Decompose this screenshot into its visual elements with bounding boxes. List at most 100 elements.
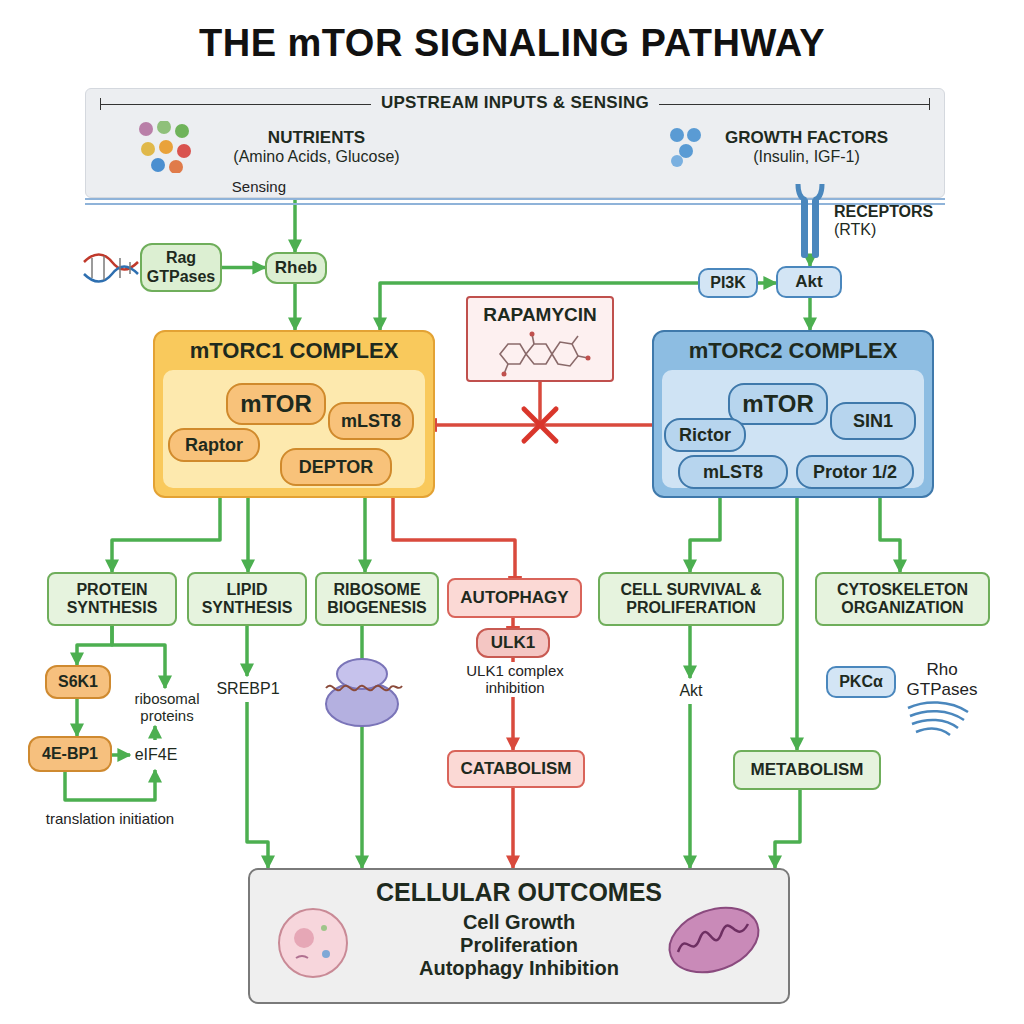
component-box: Protor 1/2 (796, 455, 914, 489)
mitochondrion-icon (664, 900, 764, 980)
inhibition-arrow (393, 498, 515, 578)
node-text: RAPAMYCIN (483, 304, 597, 326)
pathway-arrow (293, 284, 297, 330)
component-box: mTOR (728, 383, 828, 425)
process-box: CATABOLISM (447, 750, 585, 788)
node-subtext: (Insulin, IGF-1) (753, 148, 860, 166)
node-text: PROTEIN SYNTHESIS (49, 581, 175, 618)
node-text: mTORC1 COMPLEX (190, 338, 399, 363)
node-text: mLST8 (703, 462, 763, 483)
signal-box: Akt (776, 266, 842, 298)
process-box: CYTOSKELETON ORGANIZATION (815, 572, 990, 626)
pathway-arrow (112, 626, 165, 688)
node-text: Protor 1/2 (813, 462, 897, 483)
node-text: DEPTOR (299, 457, 374, 478)
inhibition-arrow (511, 618, 515, 628)
pathway-arrow (246, 498, 250, 572)
pathway-arrow (247, 702, 268, 868)
edge-label: Sensing (212, 178, 286, 195)
signal-box: Rheb (265, 252, 327, 284)
node-text: PKCα (839, 673, 883, 691)
rho-gtpase-icon (908, 702, 968, 735)
node-text: SREBP1 (216, 680, 279, 698)
node-text: mTOR (742, 390, 814, 418)
dna-icon (84, 255, 138, 282)
input-label: NUTRIENTS(Amino Acids, Glucose) (224, 119, 409, 175)
pathway-arrow (75, 699, 79, 736)
receptor-node: RECEPTORS(RTK) (790, 180, 940, 262)
effector-box: 4E-BP1 (28, 736, 112, 772)
annotation-label: Rho GTPases (900, 660, 984, 699)
signal-box: Rag GTPases (140, 243, 222, 292)
component-box: mTOR (226, 383, 326, 425)
signal-box: PI3K (698, 268, 758, 298)
effector-box: PKCα (826, 666, 896, 698)
node-text: CELL SURVIVAL & PROLIFERATION (600, 581, 782, 618)
ribosome-illustration (326, 659, 402, 726)
component-box: mLST8 (678, 455, 788, 489)
pathway-arrow (112, 498, 220, 572)
process-box: LIPID SYNTHESIS (187, 572, 307, 626)
node-text: CATABOLISM (461, 759, 572, 779)
pathway-arrow (775, 790, 800, 868)
node-text: Rictor (679, 425, 731, 446)
process-box: CELL SURVIVAL & PROLIFERATION (598, 572, 784, 626)
process-box: RIBOSOME BIOGENESIS (315, 572, 439, 626)
node-text: METABOLISM (750, 760, 863, 780)
node-text: SIN1 (853, 411, 893, 432)
cell-icon (274, 904, 352, 982)
nutrient-dots (136, 121, 196, 173)
node-text: Akt (795, 272, 822, 292)
annotation-label: ULK1 complex inhibition (448, 662, 582, 697)
drug-box: RAPAMYCIN (466, 296, 614, 382)
effector-label: eIF4E (130, 740, 182, 770)
node-subtext: (RTK) (834, 221, 876, 239)
pathway-arrow (153, 726, 157, 740)
input-label: GROWTH FACTORS(Insulin, IGF-1) (709, 119, 904, 175)
node-text: CELLULAR OUTCOMES (376, 878, 662, 907)
growth-factor-dots (668, 125, 704, 169)
effector-label: Akt (672, 678, 710, 704)
node-text: GROWTH FACTORS (725, 128, 888, 148)
pathway-arrow (363, 498, 367, 572)
process-box: METABOLISM (733, 750, 881, 790)
effector-box: S6K1 (45, 665, 111, 699)
effector-label: SREBP1 (212, 676, 284, 702)
node-text: CYTOSKELETON ORGANIZATION (817, 581, 988, 618)
annotation-label: translation initiation (42, 810, 178, 827)
component-box: SIN1 (830, 402, 916, 440)
inhibition-cross (524, 409, 556, 441)
effector-label: ribosomal proteins (122, 688, 212, 726)
component-box: Raptor (168, 428, 260, 462)
receptor-icon (790, 180, 830, 260)
pathway-arrow (808, 298, 812, 330)
effector-box: ULK1 (476, 628, 550, 658)
node-text: AUTOPHAGY (460, 588, 568, 608)
pathway-arrow (795, 498, 799, 750)
node-text: Raptor (185, 435, 243, 456)
node-text: S6K1 (58, 673, 98, 691)
node-text: ULK1 (491, 633, 535, 653)
process-box: AUTOPHAGY (447, 578, 582, 618)
node-text: Rheb (275, 258, 318, 278)
node-text: eIF4E (135, 746, 178, 764)
pathway-arrow (880, 498, 900, 572)
node-text: ribosomal proteins (122, 690, 212, 725)
component-box: Rictor (664, 418, 746, 452)
pathway-arrow (688, 704, 692, 868)
pathway-arrow (511, 788, 515, 868)
pathway-arrow (758, 281, 776, 285)
node-text: 4E-BP1 (42, 745, 98, 763)
node-text: Akt (679, 682, 702, 700)
pathway-arrow (65, 770, 155, 800)
bracket-tick (929, 98, 930, 110)
bracket-tick (100, 98, 101, 110)
pathway-arrow (77, 626, 112, 665)
node-text: RIBOSOME BIOGENESIS (317, 581, 437, 618)
pathway-arrow (245, 626, 249, 676)
node-text: LIPID SYNTHESIS (189, 581, 305, 618)
node-text: Rag GTPases (142, 249, 220, 286)
complex-box: mTORC2 COMPLEXmTORSIN1RictormLST8Protor … (652, 330, 934, 498)
outcome-box: CELLULAR OUTCOMESCell Growth Proliferati… (248, 868, 790, 1004)
